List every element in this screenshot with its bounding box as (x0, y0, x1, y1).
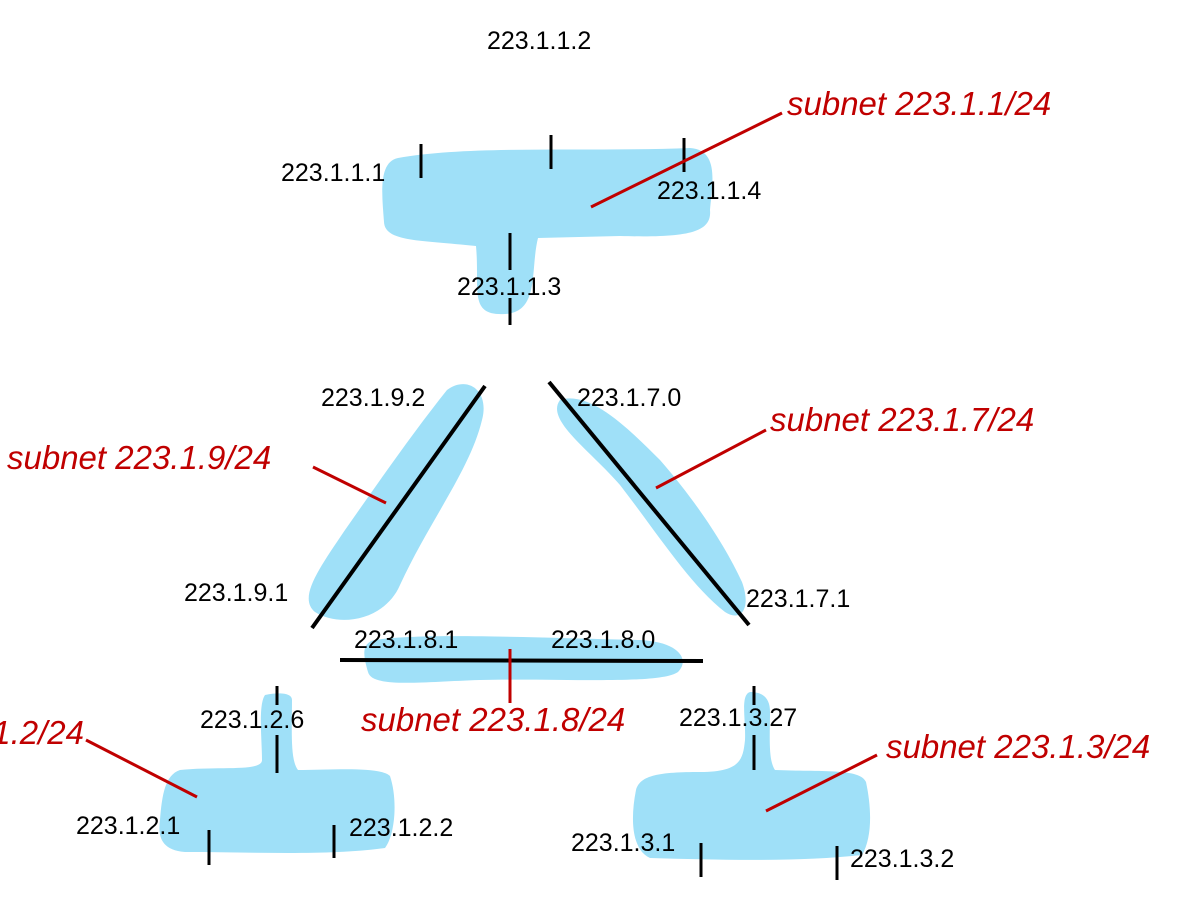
subnet-9-shape (308, 384, 484, 620)
pointer-subnet-1 (590, 111, 783, 209)
label-223-1-7-1: 223.1.7.1 (746, 585, 850, 613)
label-223-1-9-2: 223.1.9.2 (321, 384, 425, 412)
label-223-1-1-1: 223.1.1.1 (281, 159, 385, 187)
label-223-1-7-0: 223.1.7.0 (577, 384, 681, 412)
label-223-1-1-3: 223.1.1.3 (457, 273, 561, 301)
pointer-subnet-9 (312, 465, 387, 505)
pointer-subnet-2 (85, 738, 198, 799)
link-223-1-9 (310, 384, 487, 630)
label-223-1-3-27: 223.1.3.27 (679, 704, 797, 732)
pointer-subnet-3 (765, 753, 878, 813)
label-223-1-9-1: 223.1.9.1 (184, 579, 288, 607)
label-223-1-3-1: 223.1.3.1 (571, 829, 675, 857)
label-223-1-8-1: 223.1.8.1 (354, 626, 458, 654)
link-223-1-7 (547, 380, 751, 627)
subnet-label-223-1-7: subnet 223.1.7/24 (770, 401, 1034, 438)
subnet-label-223-1-8: subnet 223.1.8/24 (361, 701, 625, 738)
subnet-pointers (85, 111, 878, 813)
subnet-2-shape (159, 693, 395, 853)
label-223-1-3-2: 223.1.3.2 (850, 845, 954, 873)
links (207, 135, 839, 880)
subnet-3-shape (632, 692, 871, 860)
subnet-label-223-1-3: subnet 223.1.3/24 (886, 728, 1150, 765)
label-223-1-1-2: 223.1.1.2 (487, 27, 591, 55)
label-223-1-2-2: 223.1.2.2 (349, 814, 453, 842)
subnet-label-223-1-1: subnet 223.1.1/24 (787, 85, 1051, 122)
label-223-1-2-1: 223.1.2.1 (76, 812, 180, 840)
pointer-subnet-7 (655, 428, 767, 490)
subnet-label-223-1-9: subnet 223.1.9/24 (7, 439, 271, 476)
subnet-1-shape (382, 148, 713, 315)
label-223-1-2-6: 223.1.2.6 (200, 706, 304, 734)
subnet-label-223-1-2: subnet 223.1.2/24 (0, 714, 84, 751)
label-223-1-1-4: 223.1.1.4 (657, 177, 761, 205)
label-223-1-8-0: 223.1.8.0 (551, 626, 655, 654)
link-223-1-8 (339, 658, 704, 663)
